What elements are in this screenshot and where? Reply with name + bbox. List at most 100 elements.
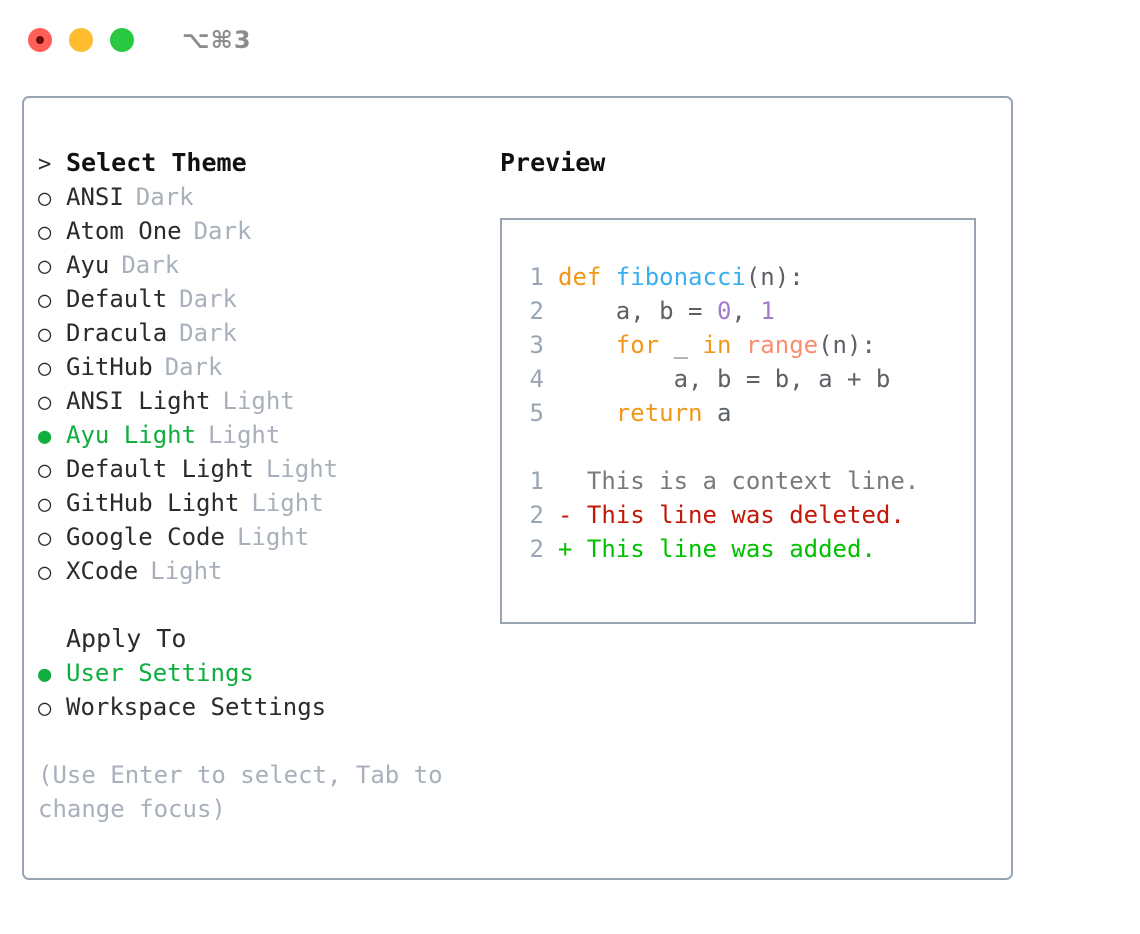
apply-to-option-label: Workspace Settings [66,693,327,721]
code-diff-gap [514,430,968,464]
diff-line: 2 + This line was added. [514,532,968,566]
theme-option-variant: Dark [179,285,237,313]
theme-option-google-code[interactable]: ○ Google Code Light [38,520,478,554]
apply-to-option-workspace-settings[interactable]: ○ Workspace Settings [38,690,478,724]
apply-to-option-label: User Settings [66,659,254,687]
theme-option-variant: Light [236,523,310,551]
minimize-button[interactable] [69,28,93,52]
theme-option-xcode[interactable]: ○ XCode Light [38,554,478,588]
theme-option-variant: Light [150,557,223,585]
theme-option-variant: Dark [193,217,252,245]
title-bar: ⌥⌘3 [0,0,1140,80]
theme-option-label: ANSI [66,183,124,211]
theme-option-label: ANSI Light [66,387,211,415]
theme-option-label: GitHub Light [66,489,240,517]
radio-unselected-icon: ○ [38,526,52,551]
diff-marker: + [558,535,587,563]
code-line: 4 a, b = b, a + b [514,362,968,396]
code-line: 5 return a [514,396,968,430]
diff-line-text: This is a context line. [586,467,920,495]
theme-option-label: Ayu Light [66,421,197,449]
diff-marker [558,464,587,498]
theme-option-github-light[interactable]: ○ GitHub Light Light [38,486,478,520]
code-line-number: 1 [529,263,544,291]
caret-icon: > [38,152,52,177]
theme-option-label: XCode [66,557,139,585]
apply-to-option-list: ●User Settings ○ Workspace Settings [38,656,478,724]
theme-option-label: Default [66,285,168,313]
code-token: fibonacci [615,263,746,291]
apply-to-title: Apply To [66,624,187,653]
theme-option-variant: Dark [121,251,180,279]
radio-unselected-icon: ○ [38,254,52,279]
code-token: for [558,331,674,359]
diff-marker: - [558,501,587,529]
code-token: def [558,263,616,291]
radio-selected-icon: ● [38,424,52,449]
radio-unselected-icon: ○ [38,458,52,483]
theme-option-label: Default Light [66,455,254,483]
theme-option-label: Atom One [66,217,182,245]
close-button[interactable] [28,28,52,52]
theme-option-atom-one[interactable]: ○ Atom One Dark [38,214,478,248]
code-line-text: def fibonacci(n): [558,260,804,294]
code-line-text: a, b = b, a + b [558,362,891,396]
radio-unselected-icon: ○ [38,288,52,313]
apply-to-option-user-settings[interactable]: ●User Settings [38,656,478,690]
theme-option-label: Ayu [66,251,110,279]
code-token: (n): [745,263,804,291]
radio-unselected-icon: ○ [38,696,52,721]
radio-unselected-icon: ○ [38,390,52,415]
list-spacer [38,588,478,622]
keyboard-shortcut-label: ⌥⌘3 [182,26,252,54]
traffic-lights [28,28,134,52]
theme-option-ansi-light[interactable]: ○ ANSI Light Light [38,384,478,418]
theme-option-variant: Light [222,387,295,415]
theme-option-default[interactable]: ○ Default Dark [38,282,478,316]
hint-text: (Use Enter to select, Tab to change focu… [38,761,443,823]
theme-option-variant: Dark [164,353,223,381]
theme-option-ayu[interactable]: ○ Ayu Dark [38,248,478,282]
theme-option-variant: Light [251,489,324,517]
diff-line-text: This line was deleted. [586,501,905,529]
code-token: return [558,399,717,427]
theme-option-dracula[interactable]: ○ Dracula Dark [38,316,478,350]
select-theme-header: > Select Theme [38,146,478,180]
code-token: (n): [818,331,876,359]
code-token: a, b = [558,297,717,325]
code-line-number: 4 [529,365,544,393]
radio-unselected-icon: ○ [38,220,52,245]
diff-line-text: This line was added. [586,535,876,563]
code-token: , [731,297,761,325]
zoom-button[interactable] [110,28,134,52]
radio-unselected-icon: ○ [38,322,52,347]
code-line: 3 for _ in range(n): [514,328,968,362]
code-line-text: for _ in range(n): [558,328,876,362]
apply-to-header: Apply To [38,622,478,656]
code-line-text: a, b = 0, 1 [558,294,775,328]
theme-option-variant: Dark [135,183,194,211]
code-line-number: 2 [529,297,544,325]
theme-option-variant: Light [265,455,339,483]
theme-option-label: Dracula [66,319,168,347]
theme-option-variant: Dark [179,319,237,347]
code-token: range [745,331,819,359]
diff-line: 2- This line was deleted. [514,498,968,532]
radio-unselected-icon: ○ [38,356,52,381]
radio-unselected-icon: ○ [38,560,52,585]
theme-option-default-light[interactable]: ○ Default Light Light [38,452,478,486]
code-token: in [702,331,746,359]
code-token: 1 [760,297,775,325]
theme-option-label: Google Code [66,523,225,551]
diff-line-number: 2 [529,535,544,563]
radio-unselected-icon: ○ [38,492,52,517]
